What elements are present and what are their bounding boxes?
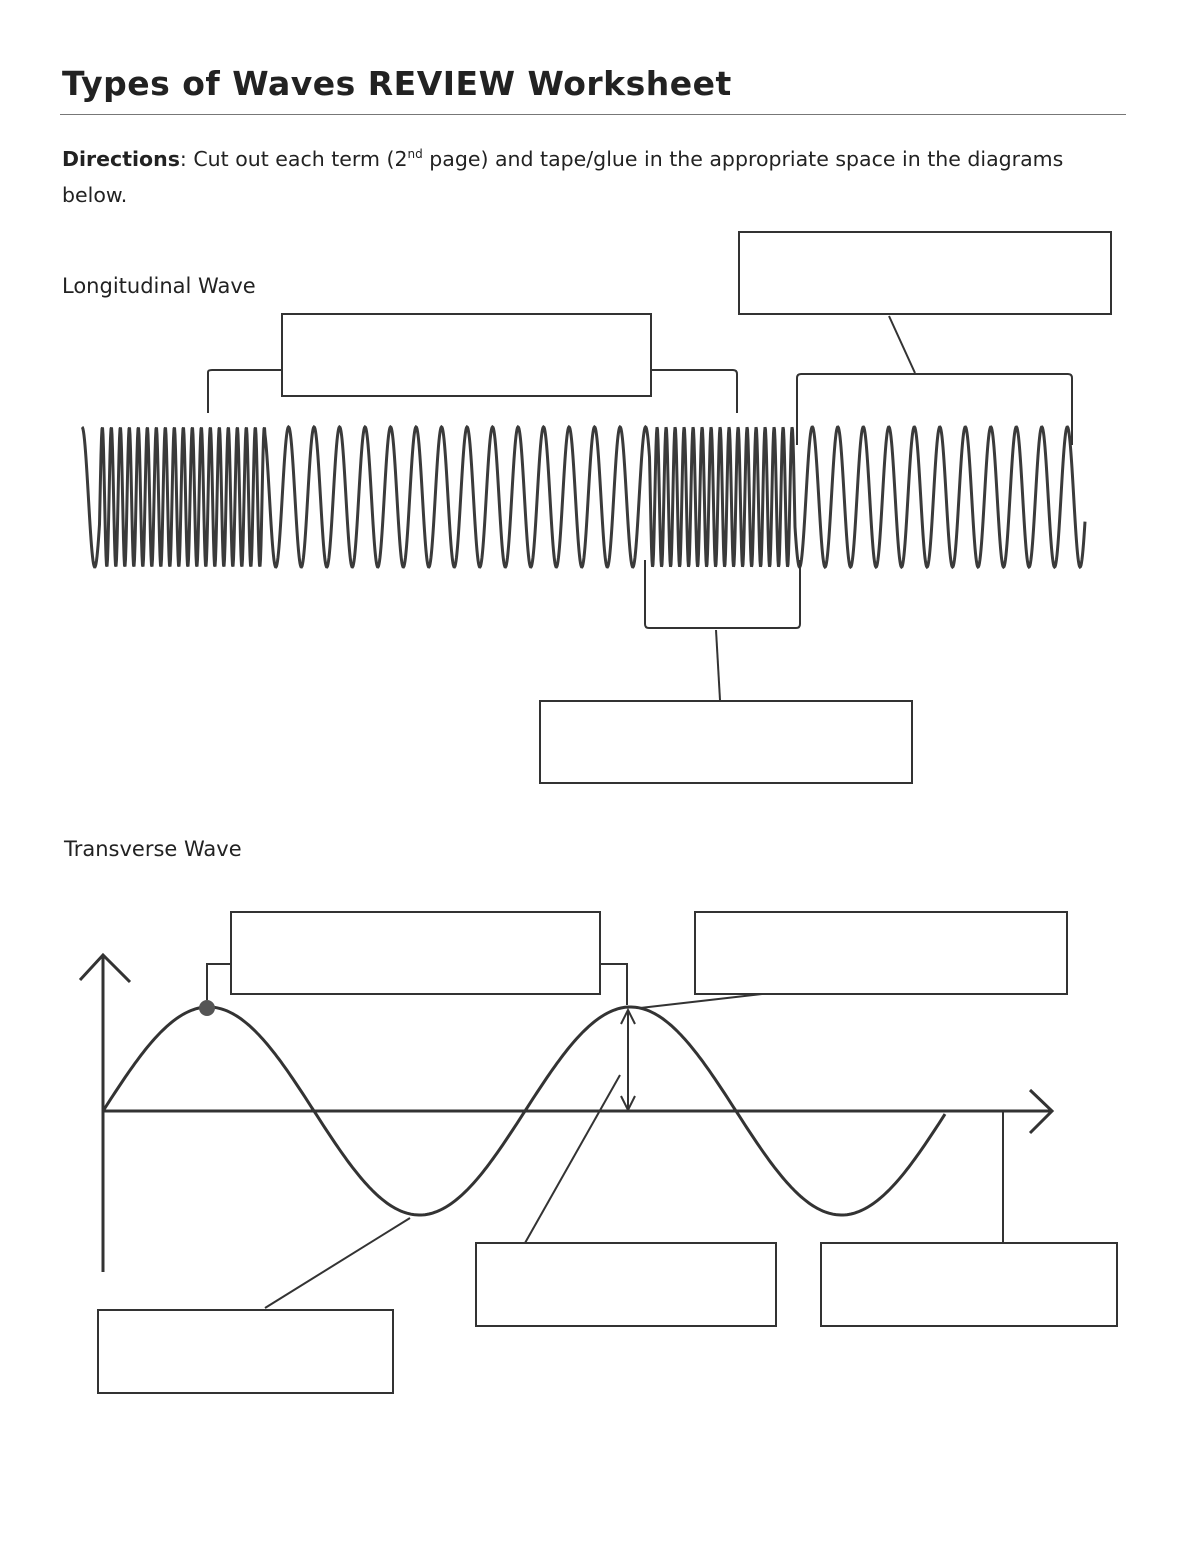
directions-superscript: nd: [407, 147, 423, 161]
crest-dot-marker: [199, 1000, 215, 1016]
leader-line-rarefaction: [888, 315, 916, 374]
transverse-sine-wave: [101, 1005, 947, 1217]
answer-box-amplitude: [475, 1242, 777, 1327]
leader-line-crest: [639, 993, 763, 1009]
longitudinal-spring: [80, 424, 1087, 570]
answer-box-rest-position: [820, 1242, 1118, 1327]
longitudinal-wave-label: Longitudinal Wave: [62, 274, 256, 298]
leader-line-compression: [715, 629, 721, 701]
amplitude-double-arrow: [620, 1007, 636, 1113]
leader-line-trough: [264, 1217, 411, 1309]
leader-line-amplitude: [524, 1074, 621, 1244]
answer-box-crest: [694, 911, 1068, 995]
answer-box-trough: [97, 1309, 394, 1394]
bracket-wavelength-transverse: [206, 963, 628, 1005]
y-axis-arrow: [78, 952, 132, 1272]
directions-text-2: page) and tape/glue in the appropriate s…: [62, 146, 1064, 207]
bracket-compression: [644, 560, 801, 629]
directions: Directions: Cut out each term (2nd page)…: [62, 136, 1132, 213]
answer-box-wavelength-longitudinal: [281, 313, 652, 397]
page-title: Types of Waves REVIEW Worksheet: [62, 64, 732, 103]
directions-label: Directions: [62, 146, 180, 171]
directions-text-1: : Cut out each term (2: [179, 146, 408, 171]
transverse-wave-label: Transverse Wave: [64, 837, 242, 861]
answer-box-wavelength-transverse: [230, 911, 601, 995]
answer-box-rarefaction: [738, 231, 1112, 315]
title-divider: [60, 114, 1126, 115]
answer-box-compression: [539, 700, 913, 784]
x-axis-arrow: [103, 1088, 1055, 1135]
bracket-rarefaction: [796, 373, 1073, 445]
bracket-wavelength: [207, 369, 738, 413]
